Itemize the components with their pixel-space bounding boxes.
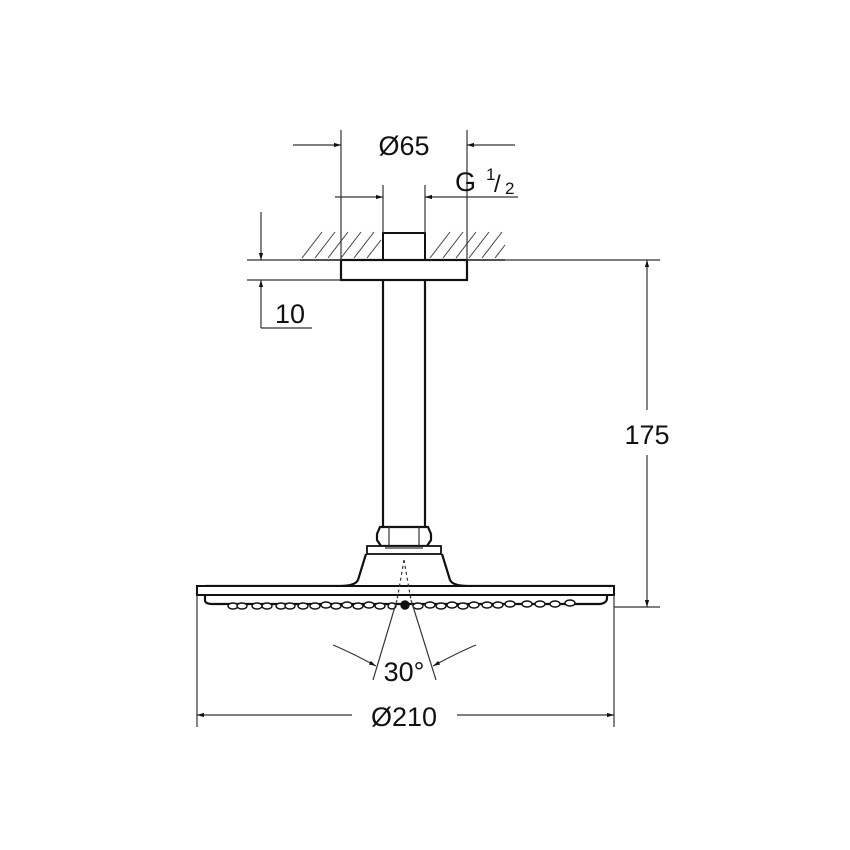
dim-thread: G 1 / 2 (335, 165, 518, 233)
spray-angle-label: 30° (384, 657, 425, 687)
total-drop-label: 175 (624, 420, 669, 450)
thread-prefix: G (455, 167, 476, 197)
ceiling-flange (339, 258, 469, 282)
dim-flange-height: 10 (247, 212, 341, 329)
connector-nut (366, 525, 442, 555)
head-diameter-label: Ø210 (371, 702, 437, 732)
flange-height-label: 10 (275, 299, 305, 329)
thread-denominator: 2 (505, 179, 514, 198)
dim-head-diameter: Ø210 (196, 595, 615, 732)
spray-cone (372, 559, 437, 681)
dim-total-drop: 175 (467, 259, 670, 608)
flange-diameter-label: Ø65 (378, 131, 429, 161)
dim-spray-angle: 30° (332, 644, 477, 687)
shower-arm (381, 280, 427, 527)
thread-fraction-slash: / (494, 171, 501, 198)
dim-flange-diameter: Ø65 (293, 130, 515, 260)
spray-nozzles (227, 599, 576, 610)
shower-head (196, 553, 615, 610)
thread-nipple (382, 232, 426, 261)
thread-numerator: 1 (486, 165, 495, 184)
